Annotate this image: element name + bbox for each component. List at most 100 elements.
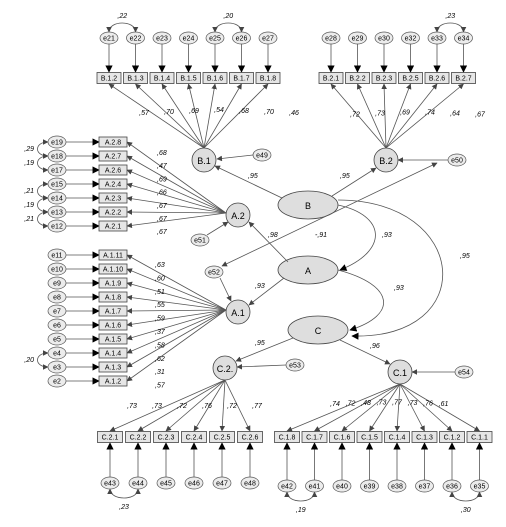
residual-e52-label: e52 xyxy=(208,270,220,277)
cov-e15-e14-label: ,21 xyxy=(24,188,34,195)
error-e8-label: e8 xyxy=(53,295,61,302)
svg-text:C: C xyxy=(315,326,322,336)
coef-A.1.3: ,31 xyxy=(155,369,165,376)
error-e33-label: e33 xyxy=(431,36,443,43)
loading-B2-B.2.6 xyxy=(385,83,438,149)
coef-B.2.5: ,74 xyxy=(425,110,435,117)
item-A.1.9 xyxy=(98,277,128,289)
error-e41 xyxy=(305,479,324,493)
item-A.1.9-label: A.1.9 xyxy=(105,281,121,288)
item-B.2.1-label: B.2.1 xyxy=(323,76,339,83)
error-e14 xyxy=(47,191,67,205)
item-A.1.7 xyxy=(98,305,128,317)
residual-e53-label: e53 xyxy=(289,363,301,370)
error-e22 xyxy=(126,31,145,45)
error-e17 xyxy=(47,163,67,177)
coef-C-C2: ,95 xyxy=(255,340,265,347)
error-e6-label: e6 xyxy=(53,323,61,330)
error-e15-label: e15 xyxy=(51,182,63,189)
item-B.2.5 xyxy=(398,72,423,84)
latent-C2: C.2. xyxy=(212,355,238,381)
error-e14-label: e14 xyxy=(51,196,63,203)
item-A.1.11 xyxy=(98,249,128,261)
loading-B2-B.2.7 xyxy=(385,83,464,149)
item-C.2.2-label: C.2.2 xyxy=(130,435,147,442)
item-A.2.1 xyxy=(98,220,128,232)
residual-e50 xyxy=(447,153,467,167)
loading-A1-A.1.4 xyxy=(126,309,227,354)
item-B.2.5-label: B.2.5 xyxy=(402,76,418,83)
error-e25 xyxy=(205,31,225,45)
item-A.2.6-label: A.2.6 xyxy=(105,168,121,175)
error-e18 xyxy=(47,149,67,163)
cov-e18-e17-label: ,19 xyxy=(24,160,34,167)
error-e33 xyxy=(427,31,447,45)
coef-A.1.6: ,37 xyxy=(155,329,166,336)
loading-A2-A.2.3 xyxy=(126,195,227,214)
loading-C2-C.2.5 xyxy=(219,379,226,432)
item-C.2.4-label: C.2.4 xyxy=(186,435,203,442)
error-e42-label: e42 xyxy=(281,484,293,491)
error-e19 xyxy=(47,135,67,149)
error-e24-label: e24 xyxy=(183,36,195,43)
error-e29 xyxy=(348,31,367,45)
path-B-to-C xyxy=(337,199,444,340)
item-B.1.5 xyxy=(176,72,201,84)
item-A.2.3-label: A.2.3 xyxy=(105,196,121,203)
error-e10-label: e10 xyxy=(51,267,63,274)
error-e27-label: e27 xyxy=(262,36,274,43)
item-A.1.2-label: A.1.2 xyxy=(105,379,121,386)
path-B-to-A xyxy=(337,204,376,271)
loading-B2-B.2.3 xyxy=(381,83,387,149)
item-B.2.2-label: B.2.2 xyxy=(349,76,365,83)
error-e29-label: e29 xyxy=(352,36,364,43)
svg-text:B.2: B.2 xyxy=(379,156,393,166)
item-C.1.8-label: C.1.8 xyxy=(279,435,296,442)
coef-A-A2: ,98 xyxy=(268,232,278,239)
coef-A.1.10: ,60 xyxy=(155,275,165,282)
cov-e14-e13-label: ,19 xyxy=(24,202,34,209)
error-e39-label: e39 xyxy=(364,484,376,491)
item-C.2.6-label: C.2.6 xyxy=(242,435,259,442)
error-e27 xyxy=(258,31,278,45)
item-C.2.2 xyxy=(125,431,151,443)
item-A.2.1-label: A.2.1 xyxy=(105,224,121,231)
coef-A.1.4: ,62 xyxy=(155,356,165,363)
coef-B.1.3: ,70 xyxy=(164,109,174,116)
cov-e19-e18 xyxy=(37,139,49,159)
cov-e25-e26-label: ,20 xyxy=(223,13,233,20)
error-e6 xyxy=(47,318,67,332)
coef-C.1.8: ,74 xyxy=(330,401,340,408)
item-B.1.8-label: B.1.8 xyxy=(260,76,276,83)
error-e8 xyxy=(47,290,67,304)
path-B-to-B1 xyxy=(214,165,283,199)
loading-C1-C.1.7 xyxy=(314,383,401,432)
cov-e42-e41 xyxy=(284,491,318,502)
loading-A1-A.1.8 xyxy=(126,294,227,311)
item-A.1.4 xyxy=(98,347,128,359)
coef-A.2.3: ,67 xyxy=(157,203,168,210)
coef-A.2.4: ,66 xyxy=(157,190,167,197)
coef-B.1.8: ,46 xyxy=(289,110,299,117)
cov-e36-e35 xyxy=(449,491,483,502)
loading-A2-A.2.2 xyxy=(126,209,227,215)
latent-A1: A.1 xyxy=(225,299,251,325)
error-e28 xyxy=(321,31,341,45)
error-e44 xyxy=(128,476,148,490)
loading-A2-A.2.4 xyxy=(126,182,227,214)
residual-e50-label: e50 xyxy=(451,158,463,165)
error-e26-label: e26 xyxy=(236,36,248,43)
cov-e36-e35-label: ,30 xyxy=(461,507,471,514)
item-B.2.1 xyxy=(318,72,344,84)
error-e4 xyxy=(47,346,67,360)
error-e45-label: e45 xyxy=(160,481,172,488)
latent-C: C xyxy=(287,315,349,345)
error-e34 xyxy=(454,31,473,45)
item-A.1.3 xyxy=(98,361,128,373)
coef-C.2.6: ,77 xyxy=(252,403,263,410)
res-arrow-e52 xyxy=(219,277,232,302)
coef-C.2.5: ,72 xyxy=(227,403,237,410)
error-e12 xyxy=(47,219,67,233)
error-e21 xyxy=(99,31,119,45)
coef-C.2.3: ,72 xyxy=(177,403,187,410)
